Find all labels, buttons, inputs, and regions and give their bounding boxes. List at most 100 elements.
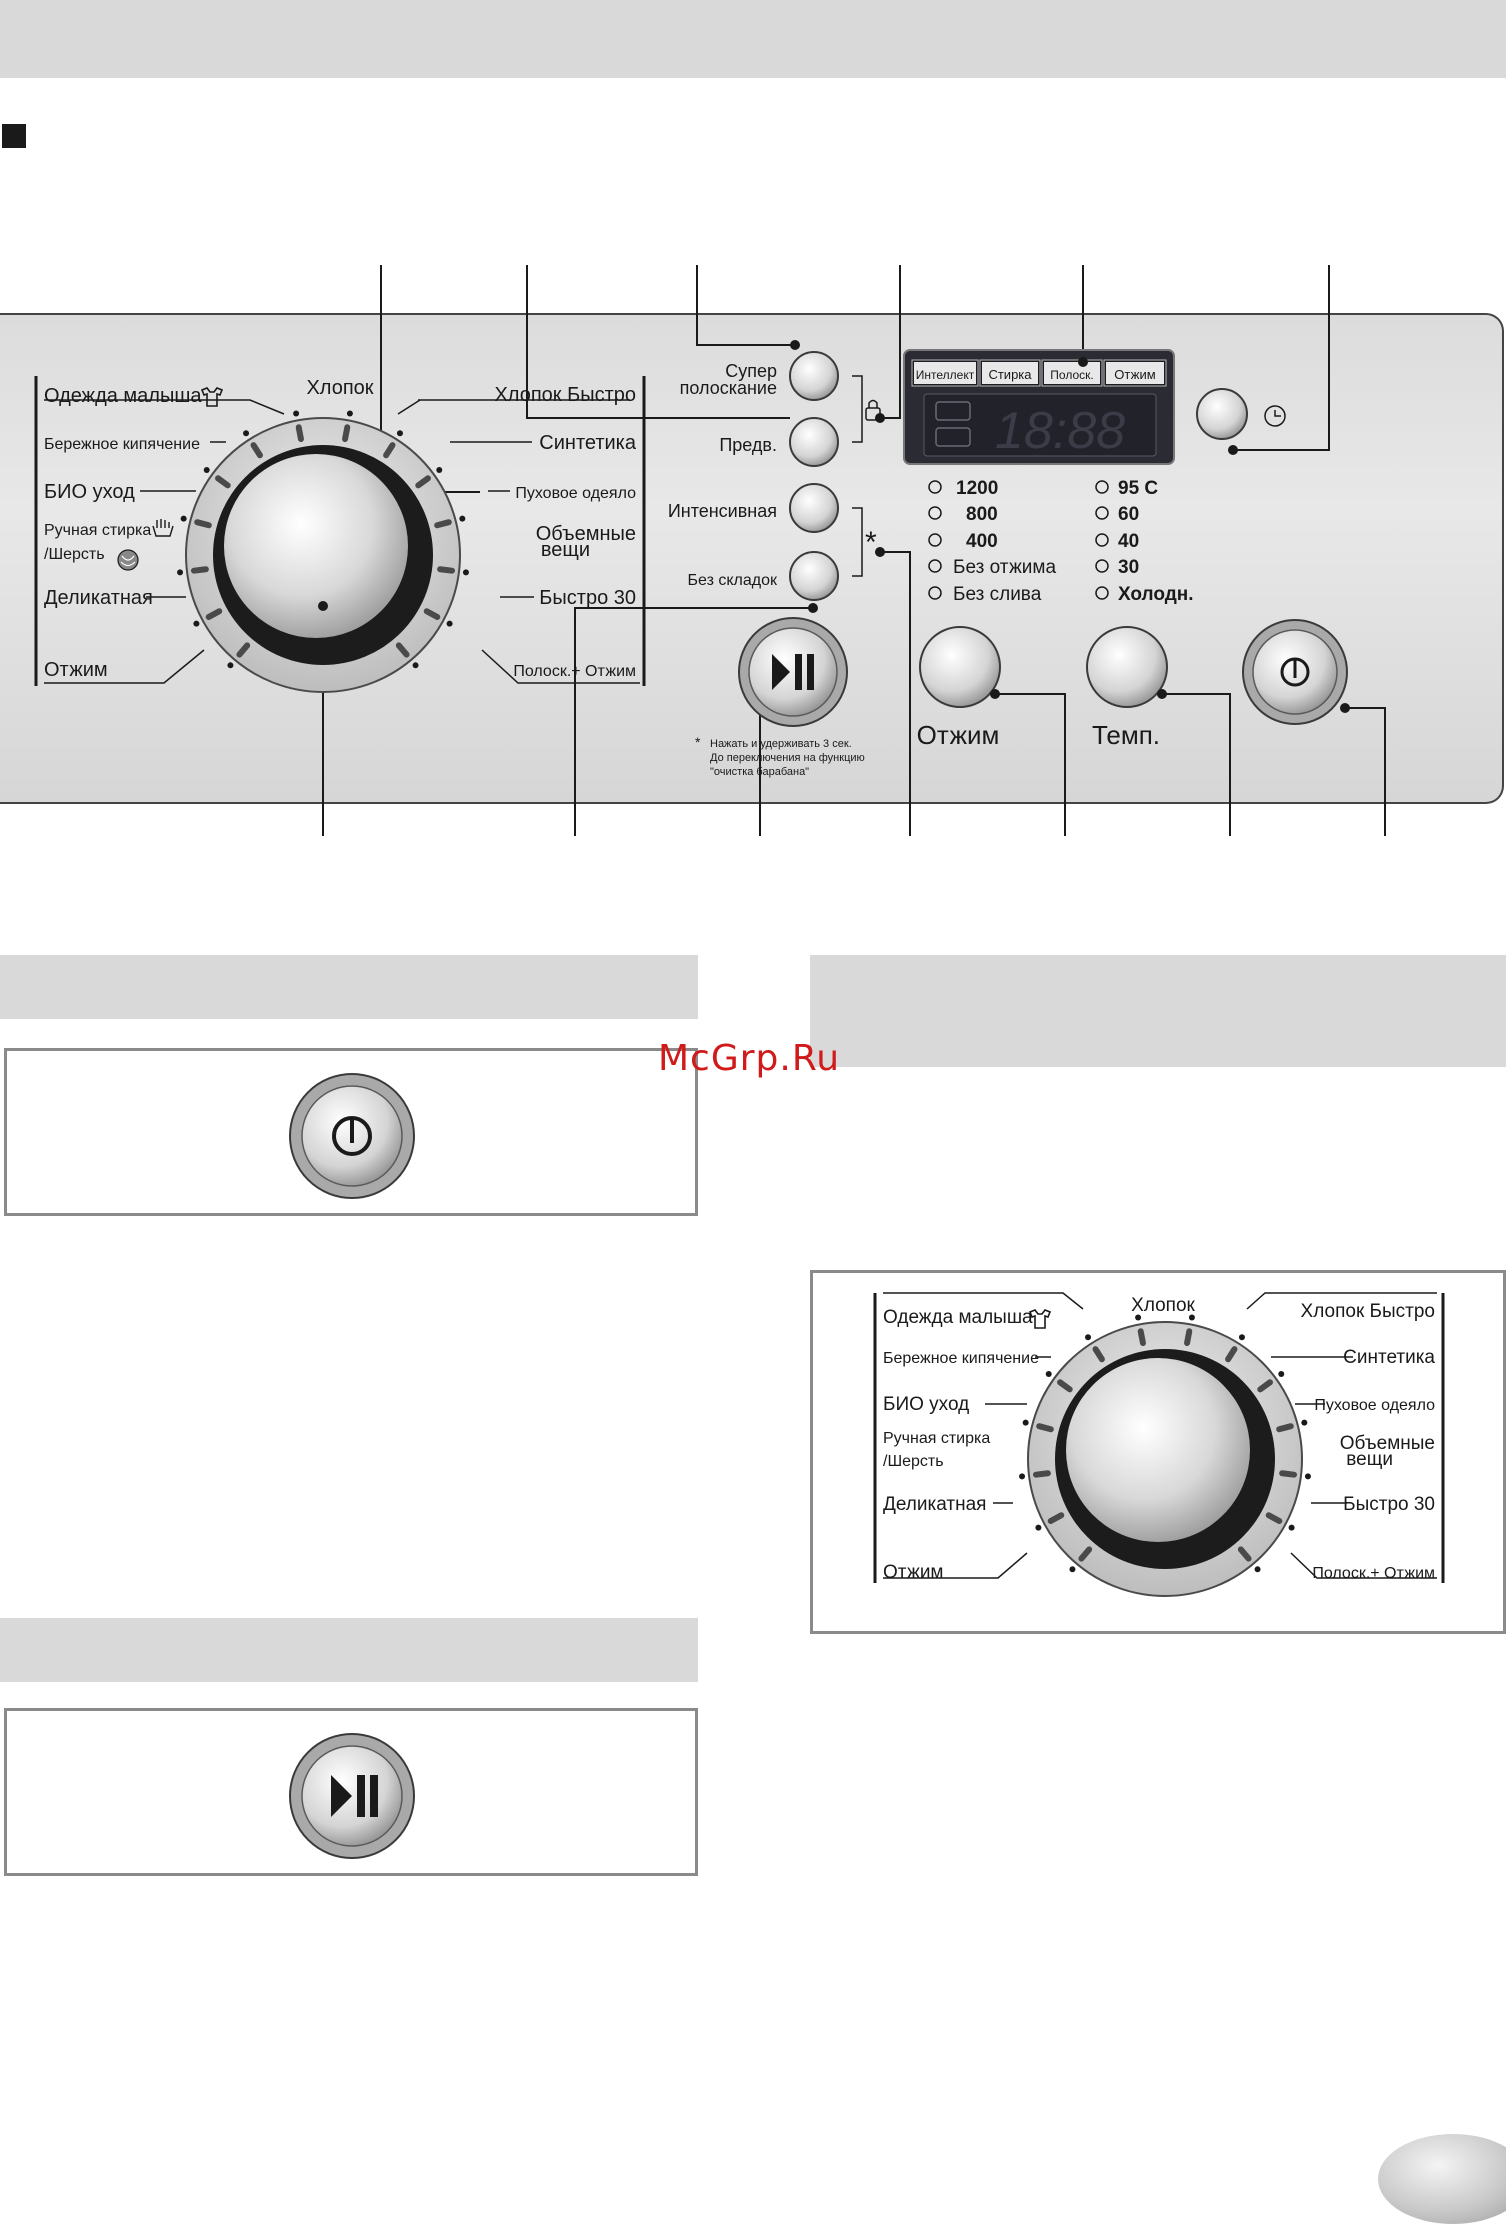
option-brackets	[852, 375, 863, 577]
dial-program-dot	[459, 515, 466, 522]
intensive-button[interactable]	[789, 483, 839, 533]
dial-tick	[1276, 1423, 1294, 1433]
no-crease-button[interactable]	[789, 551, 839, 601]
program-dial-illustration-box: Одежда малыша Бережное кипячение БИО ухо…	[810, 1270, 1506, 1634]
power-icon	[1280, 657, 1310, 687]
play-pause-icon	[772, 654, 814, 690]
display-digits: 18:88	[995, 402, 1125, 460]
dial-program-dot	[346, 410, 353, 417]
power-icon-large	[332, 1116, 372, 1156]
dial-label-synthetic: Синтетика	[539, 432, 637, 454]
dial2-label-delicate: Деликатная	[883, 1494, 986, 1515]
delay-timer-button[interactable]	[1196, 388, 1248, 440]
dial-program-dot	[293, 410, 300, 417]
spin-400: 400	[966, 531, 998, 552]
stage-wash: Стирка	[988, 367, 1032, 382]
stage-rinse: Полоск.	[1050, 368, 1093, 382]
dial2-label-cotton-quick: Хлопок Быстро	[1301, 1301, 1435, 1322]
dial-tick	[437, 566, 456, 574]
power-button-illustration-box	[4, 1048, 698, 1216]
dial-program-dot	[243, 430, 250, 437]
footnote-line-1: Нажать и удерживать 3 сек.	[710, 738, 852, 750]
dial-program-dot	[1085, 1334, 1092, 1341]
stage-spin: Отжим	[1114, 367, 1155, 382]
super-rinse-button[interactable]	[789, 351, 839, 401]
dial-tick	[215, 475, 231, 489]
dial-program-dot	[436, 467, 443, 474]
dial-label-bio: БИО уход	[44, 481, 135, 503]
callout-lines-top	[380, 265, 1330, 493]
dial-leader-lines	[44, 399, 640, 684]
section-header-left-1	[0, 955, 698, 1019]
dial-tick	[1279, 1470, 1298, 1478]
dial-tick	[1265, 1512, 1283, 1524]
dial-program-dot	[1278, 1371, 1285, 1378]
dial-frame-bars	[34, 376, 646, 686]
dial-tick	[434, 519, 452, 529]
baby-clothes-icon-2	[1028, 1309, 1052, 1329]
dial-tick	[395, 642, 410, 658]
dial-tick	[236, 642, 251, 658]
temp-cold: Холодн.	[1118, 584, 1194, 605]
super-rinse-label-1: Супер	[725, 361, 777, 381]
dial-program-dot	[193, 620, 200, 627]
dial-program-dot	[177, 569, 184, 576]
baby-clothes-icon	[200, 387, 224, 407]
lcd-display: Интеллект Стирка Полоск. Отжим 18:88	[903, 349, 1175, 465]
dial-tick	[250, 442, 263, 459]
dial-program-dot	[1188, 1314, 1195, 1321]
wool-icon	[117, 549, 139, 571]
dial-tick	[1237, 1546, 1252, 1562]
dial2-label-duvet: Пуховое одеяло	[1314, 1397, 1435, 1414]
spin-button-label: Отжим	[917, 720, 1000, 750]
dial-label-duvet: Пуховое одеяло	[515, 485, 636, 502]
dial-label-quick30: Быстро 30	[539, 587, 636, 609]
asterisk-mark: *	[865, 526, 877, 559]
dial-program-dot	[203, 467, 210, 474]
section-header-right-1	[810, 955, 1506, 1067]
dial2-label-wool: /Шерсть	[883, 1453, 944, 1470]
program-dial[interactable]	[177, 410, 469, 693]
spin-1200: 1200	[956, 478, 998, 499]
dial-program-dot	[462, 569, 469, 576]
dial-label-delicate: Деликатная	[44, 587, 153, 609]
dial-label-rinse-spin: Полоск.+ Отжим	[513, 663, 636, 680]
program-dial-illustration: Одежда малыша Бережное кипячение БИО ухо…	[873, 1292, 1445, 1597]
dial-tick	[415, 475, 431, 489]
dial-tick	[1036, 1423, 1054, 1433]
dial-program-dot	[1019, 1473, 1026, 1480]
start-pause-button[interactable]	[738, 617, 848, 727]
dial-label-gentle-boil: Бережное кипячение	[44, 436, 200, 453]
dial-tick	[194, 519, 212, 529]
dial-program-dot	[1045, 1371, 1052, 1378]
header-band	[0, 0, 1506, 78]
temp-button[interactable]	[1086, 626, 1168, 708]
super-rinse-label-2: полоскание	[680, 378, 777, 398]
temp-40: 40	[1118, 531, 1139, 552]
dial-program-dot	[1035, 1524, 1042, 1531]
dial2-label-spin: Отжим	[883, 1562, 944, 1583]
dial-tick	[295, 424, 304, 443]
prewash-button[interactable]	[789, 417, 839, 467]
dial-label-wool: /Шерсть	[44, 546, 105, 563]
spin-button[interactable]	[919, 626, 1001, 708]
temp-95: 95 С	[1118, 478, 1158, 499]
dial-tick	[190, 566, 209, 574]
section-marker-square	[2, 124, 26, 148]
dial-tick	[383, 442, 396, 459]
callout-lines-bottom	[322, 551, 1386, 836]
dial-label-spin: Отжим	[44, 659, 108, 681]
dial-tick	[1092, 1346, 1105, 1363]
dial-tick	[205, 608, 223, 620]
dial-program-dot	[1254, 1566, 1261, 1573]
dial2-label-bulky-2: вещи	[1346, 1449, 1393, 1470]
spin-no-drain: Без слива	[953, 584, 1042, 605]
dial-program-dot	[446, 620, 453, 627]
dial-tick	[342, 424, 351, 443]
dial-tick	[1047, 1512, 1065, 1524]
dial2-label-rinse-spin: Полоск.+ Отжим	[1312, 1565, 1435, 1582]
hand-wash-icon	[152, 519, 174, 537]
dial-label-cotton: Хлопок	[306, 377, 373, 399]
dial2-label-baby: Одежда малыша	[883, 1307, 1033, 1328]
dial-tick	[1137, 1328, 1146, 1347]
